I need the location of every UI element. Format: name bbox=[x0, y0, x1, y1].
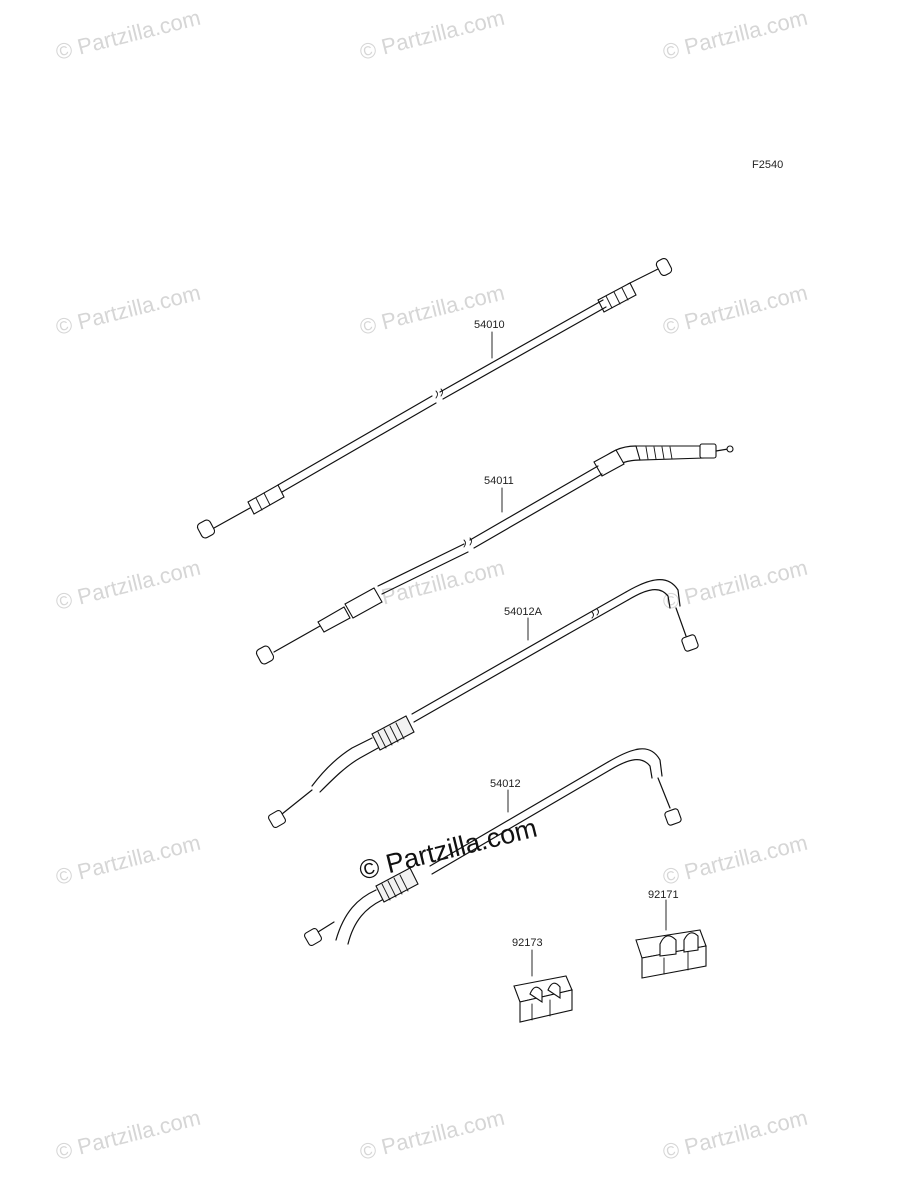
cable-54012 bbox=[303, 748, 682, 947]
watermark: © Partzilla.com bbox=[660, 280, 810, 340]
callout-92171: 92171 bbox=[648, 889, 679, 901]
clamp-92173 bbox=[513, 975, 573, 1023]
watermark: © Partzilla.com bbox=[53, 5, 203, 65]
callout-54011: 54011 bbox=[484, 475, 514, 487]
watermark: © Partzilla.com bbox=[660, 830, 810, 890]
watermark: © Partzilla.com bbox=[660, 555, 810, 615]
cable-54012A bbox=[267, 579, 699, 829]
figure-code: F2540 bbox=[752, 159, 783, 171]
watermark: © Partzilla.com bbox=[660, 1105, 810, 1165]
cable-54011 bbox=[255, 443, 734, 665]
watermark: © Partzilla.com bbox=[53, 1105, 203, 1165]
callout-92173: 92173 bbox=[512, 937, 543, 949]
callout-54010: 54010 bbox=[474, 319, 505, 331]
callout-54012A: 54012A bbox=[504, 606, 543, 618]
watermark-layer: © Partzilla.com © Partzilla.com © Partzi… bbox=[53, 5, 810, 1165]
watermark: © Partzilla.com bbox=[660, 5, 810, 65]
watermark: © Partzilla.com bbox=[53, 280, 203, 340]
callout-54012: 54012 bbox=[490, 778, 521, 790]
watermark: © Partzilla.com bbox=[357, 5, 507, 65]
watermark: © Partzilla.com bbox=[357, 1105, 507, 1165]
center-watermark: © Partzilla.com bbox=[356, 813, 540, 886]
watermark: © Partzilla.com bbox=[53, 830, 203, 890]
cable-54010 bbox=[196, 257, 673, 539]
clamp-92171 bbox=[635, 929, 707, 979]
watermark: © Partzilla.com bbox=[53, 555, 203, 615]
